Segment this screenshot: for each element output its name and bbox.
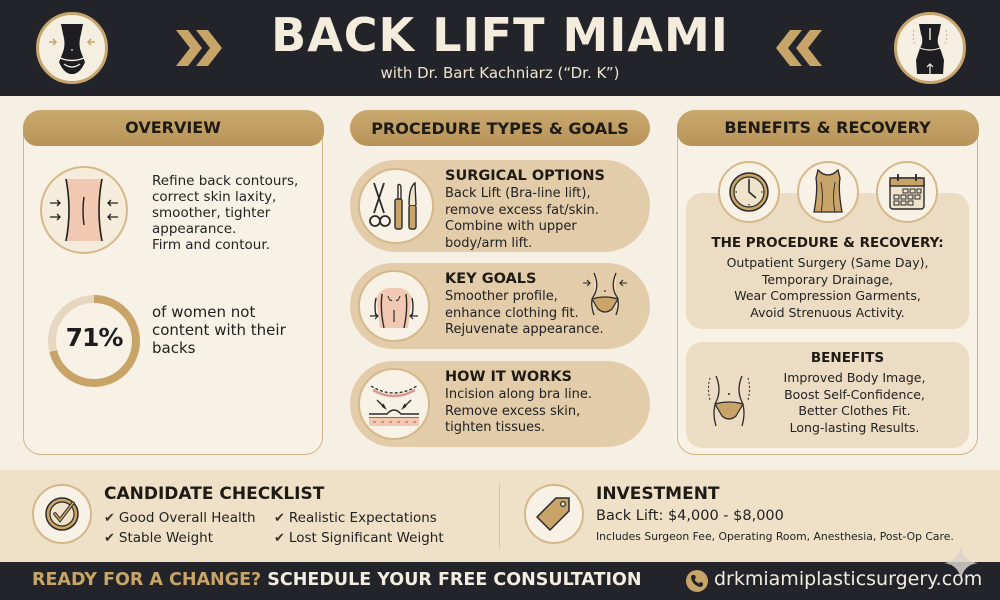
cta-gold: READY FOR A CHANGE? [32,570,262,590]
cta-white: SCHEDULE YOUR FREE CONSULTATION [267,570,642,590]
checklist-item-label: Lost Significant Weight [288,530,444,546]
stat-description: of women not content with their backs [152,303,312,357]
card-line: Incision along bra line. [445,387,592,402]
checklist-item: ✔ Realistic Expectations [274,510,437,526]
stat-value: 71% [65,323,124,352]
recovery-list: Outpatient Surgery (Same Day), Temporary… [686,255,969,321]
checklist-item-label: Realistic Expectations [288,510,437,526]
overview-line: Refine back contours, [152,173,299,189]
card-line: Smoother profile, [445,289,558,304]
overview-heading: OVERVIEW [22,109,324,146]
overview-description: Refine back contours, correct skin laxit… [152,173,317,253]
double-chevron-right-icon [176,30,222,66]
checklist-item-label: Stable Weight [118,530,213,546]
card-line: tighten tissues. [445,420,546,435]
check-icon: ✔ [104,510,115,526]
website-link[interactable]: drkmiamiplasticsurgery.com [714,568,983,590]
card-line: Remove excess skin, [445,403,581,419]
header: BACK LIFT MIAMI with Dr. Bart Kachniarz … [0,0,1000,96]
surgical-options-card: SURGICAL OPTIONS Back Lift (Bra-line lif… [350,160,650,252]
surgical-tools-icon [358,168,434,244]
card-body: Incision along bra line. Remove excess s… [445,387,645,437]
overview-line: appearance. [152,221,237,237]
stat-donut-ring [48,295,140,387]
card-line: body/arm lift. [445,235,533,251]
recovery-title: THE PROCEDURE & RECOVERY: [711,235,944,251]
checkmark-circle-icon [32,484,92,544]
footer: READY FOR A CHANGE? SCHEDULE YOUR FREE C… [0,562,1000,600]
benefits-list: Improved Body Image, Boost Self-Confiden… [750,370,959,436]
benefit-line: Better Clothes Fit. [798,403,911,418]
card-body: Smoother profile, enhance clothing fit. … [445,289,645,339]
card-title: HOW IT WORKS [445,369,573,385]
checklist-item-label: Good Overall Health [118,510,256,526]
checklist-title: CANDIDATE CHECKLIST [104,484,325,504]
key-goals-card: KEY GOALS Smoother profile, enhance clot… [350,263,650,349]
check-icon: ✔ [274,510,285,526]
waist-contour-icon [36,12,108,84]
cta-text[interactable]: READY FOR A CHANGE? SCHEDULE YOUR FREE C… [32,570,642,590]
benefits-box: BENEFITS Improved Body Image, Boost Self… [686,342,969,448]
page-title: BACK LIFT MIAMI [271,8,729,62]
info-band: CANDIDATE CHECKLIST ✔ Good Overall Healt… [0,470,1000,562]
stat-line: content with their [152,321,286,339]
check-icon: ✔ [274,530,285,546]
sparkle-icon [944,546,978,580]
card-line: enhance clothing fit. [445,305,579,321]
investment-title: INVESTMENT [596,484,720,504]
recovery-line: Outpatient Surgery (Same Day), [726,255,929,270]
stat-line: of women not [152,303,256,321]
overview-line: correct skin laxity, [152,189,277,205]
double-chevron-left-icon [776,30,822,66]
back-contour-icon [40,166,128,254]
recovery-line: Avoid Strenuous Activity. [750,304,905,320]
stat-line: backs [152,339,196,357]
slim-waist-icon [708,375,750,427]
recovery-line: Temporary Drainage, [761,271,894,287]
checklist-item: ✔ Stable Weight [104,530,213,546]
phone-icon [686,570,708,592]
card-title: KEY GOALS [445,271,537,287]
overview-line: smoother, tighter [152,205,271,221]
card-body: Back Lift (Bra-line lift), remove excess… [445,186,645,252]
benefits-title: BENEFITS [810,350,885,366]
card-line: remove excess fat/skin. [445,202,599,218]
check-icon: ✔ [104,530,115,546]
procedure-heading: PROCEDURE TYPES & GOALS [350,110,650,146]
how-it-works-card: HOW IT WORKS Incision along bra line. Re… [350,361,650,447]
investment-note: Includes Surgeon Fee, Operating Room, An… [596,530,954,543]
clock-icon [718,161,780,223]
investment-price: Back Lift: $4,000 - $8,000 [596,508,784,524]
card-line: Rejuvenate appearance. [445,322,604,337]
price-tag-icon [524,484,584,544]
waist-icon [583,272,627,316]
back-torso-icon [358,270,430,342]
calendar-icon [876,161,938,223]
recovery-line: Wear Compression Garments, [734,288,921,303]
benefit-line: Long-lasting Results. [789,419,920,435]
benefit-line: Boost Self-Confidence, [784,386,925,402]
skin-incision-icon [358,368,430,440]
back-waist-icon [894,12,966,84]
compression-garment-icon [797,161,859,223]
page-subtitle: with Dr. Bart Kachniarz (“Dr. K”) [380,64,620,82]
checklist-item: ✔ Good Overall Health [104,510,256,526]
card-title: SURGICAL OPTIONS [445,168,605,184]
benefit-line: Improved Body Image, [783,370,926,385]
band-divider [499,484,500,548]
benefits-panel: BENEFITS & RECOVERY [676,109,979,455]
benefits-heading: BENEFITS & RECOVERY [676,109,979,146]
card-line: Combine with upper [445,219,577,234]
overview-line: Firm and contour. [152,237,270,253]
card-line: Back Lift (Bra-line lift), [445,186,591,201]
overview-panel: OVERVIEW Refine back contours, correct s… [22,109,324,455]
checklist-item: ✔ Lost Significant Weight [274,530,444,546]
recovery-icons [718,161,938,223]
